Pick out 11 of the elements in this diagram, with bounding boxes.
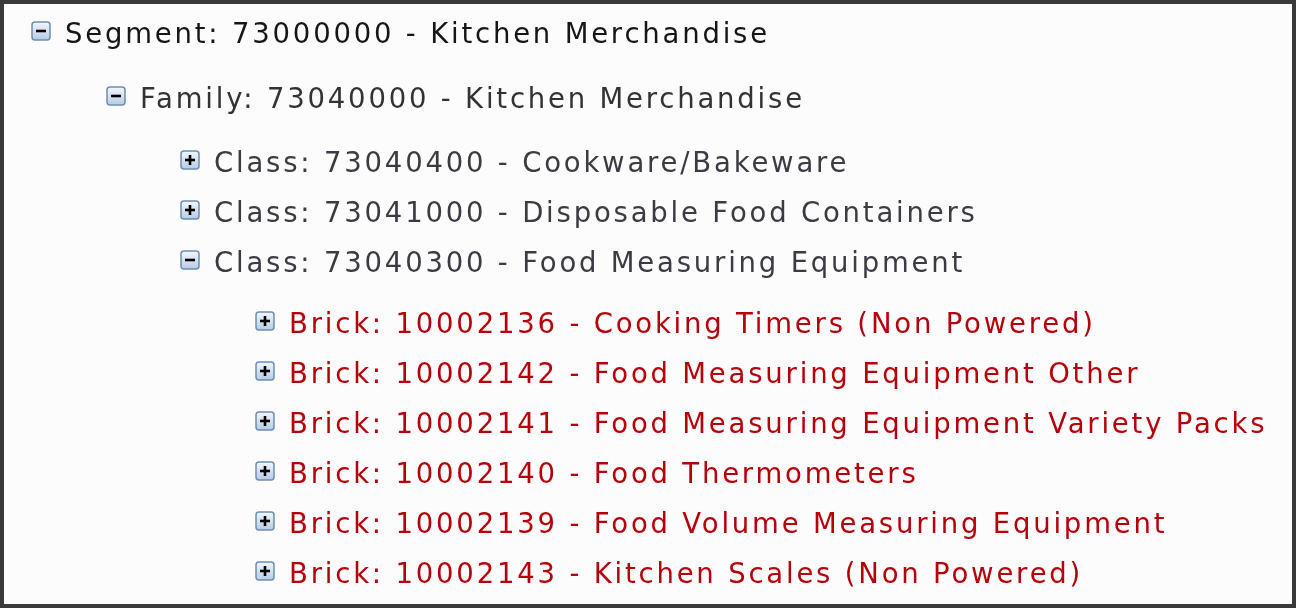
brick-label: Brick: 10002141 - Food Measuring Equipment Variety Packs [289, 406, 1268, 441]
brick-label: Brick: 10002143 - Kitchen Scales (Non Powered) [289, 556, 1084, 591]
brick-label: Brick: 10002139 - Food Volume Measuring Equipment [289, 506, 1168, 541]
brick-label: Brick: 10002142 - Food Measuring Equipment Other [289, 356, 1141, 391]
family-label: Family: 73040000 - Kitchen Merchandise [140, 81, 805, 116]
brick-label: Brick: 10002140 - Food Thermometers [289, 456, 919, 491]
segment-label: Segment: 73000000 - Kitchen Merchandise [65, 16, 770, 51]
class-label: Class: 73040300 - Food Measuring Equipment [214, 245, 966, 280]
class-label: Class: 73040400 - Cookware/Bakeware [214, 145, 850, 180]
brick-label: Brick: 10002136 - Cooking Timers (Non Powered) [289, 306, 1096, 341]
class-label: Class: 73041000 - Disposable Food Containers [214, 195, 978, 230]
